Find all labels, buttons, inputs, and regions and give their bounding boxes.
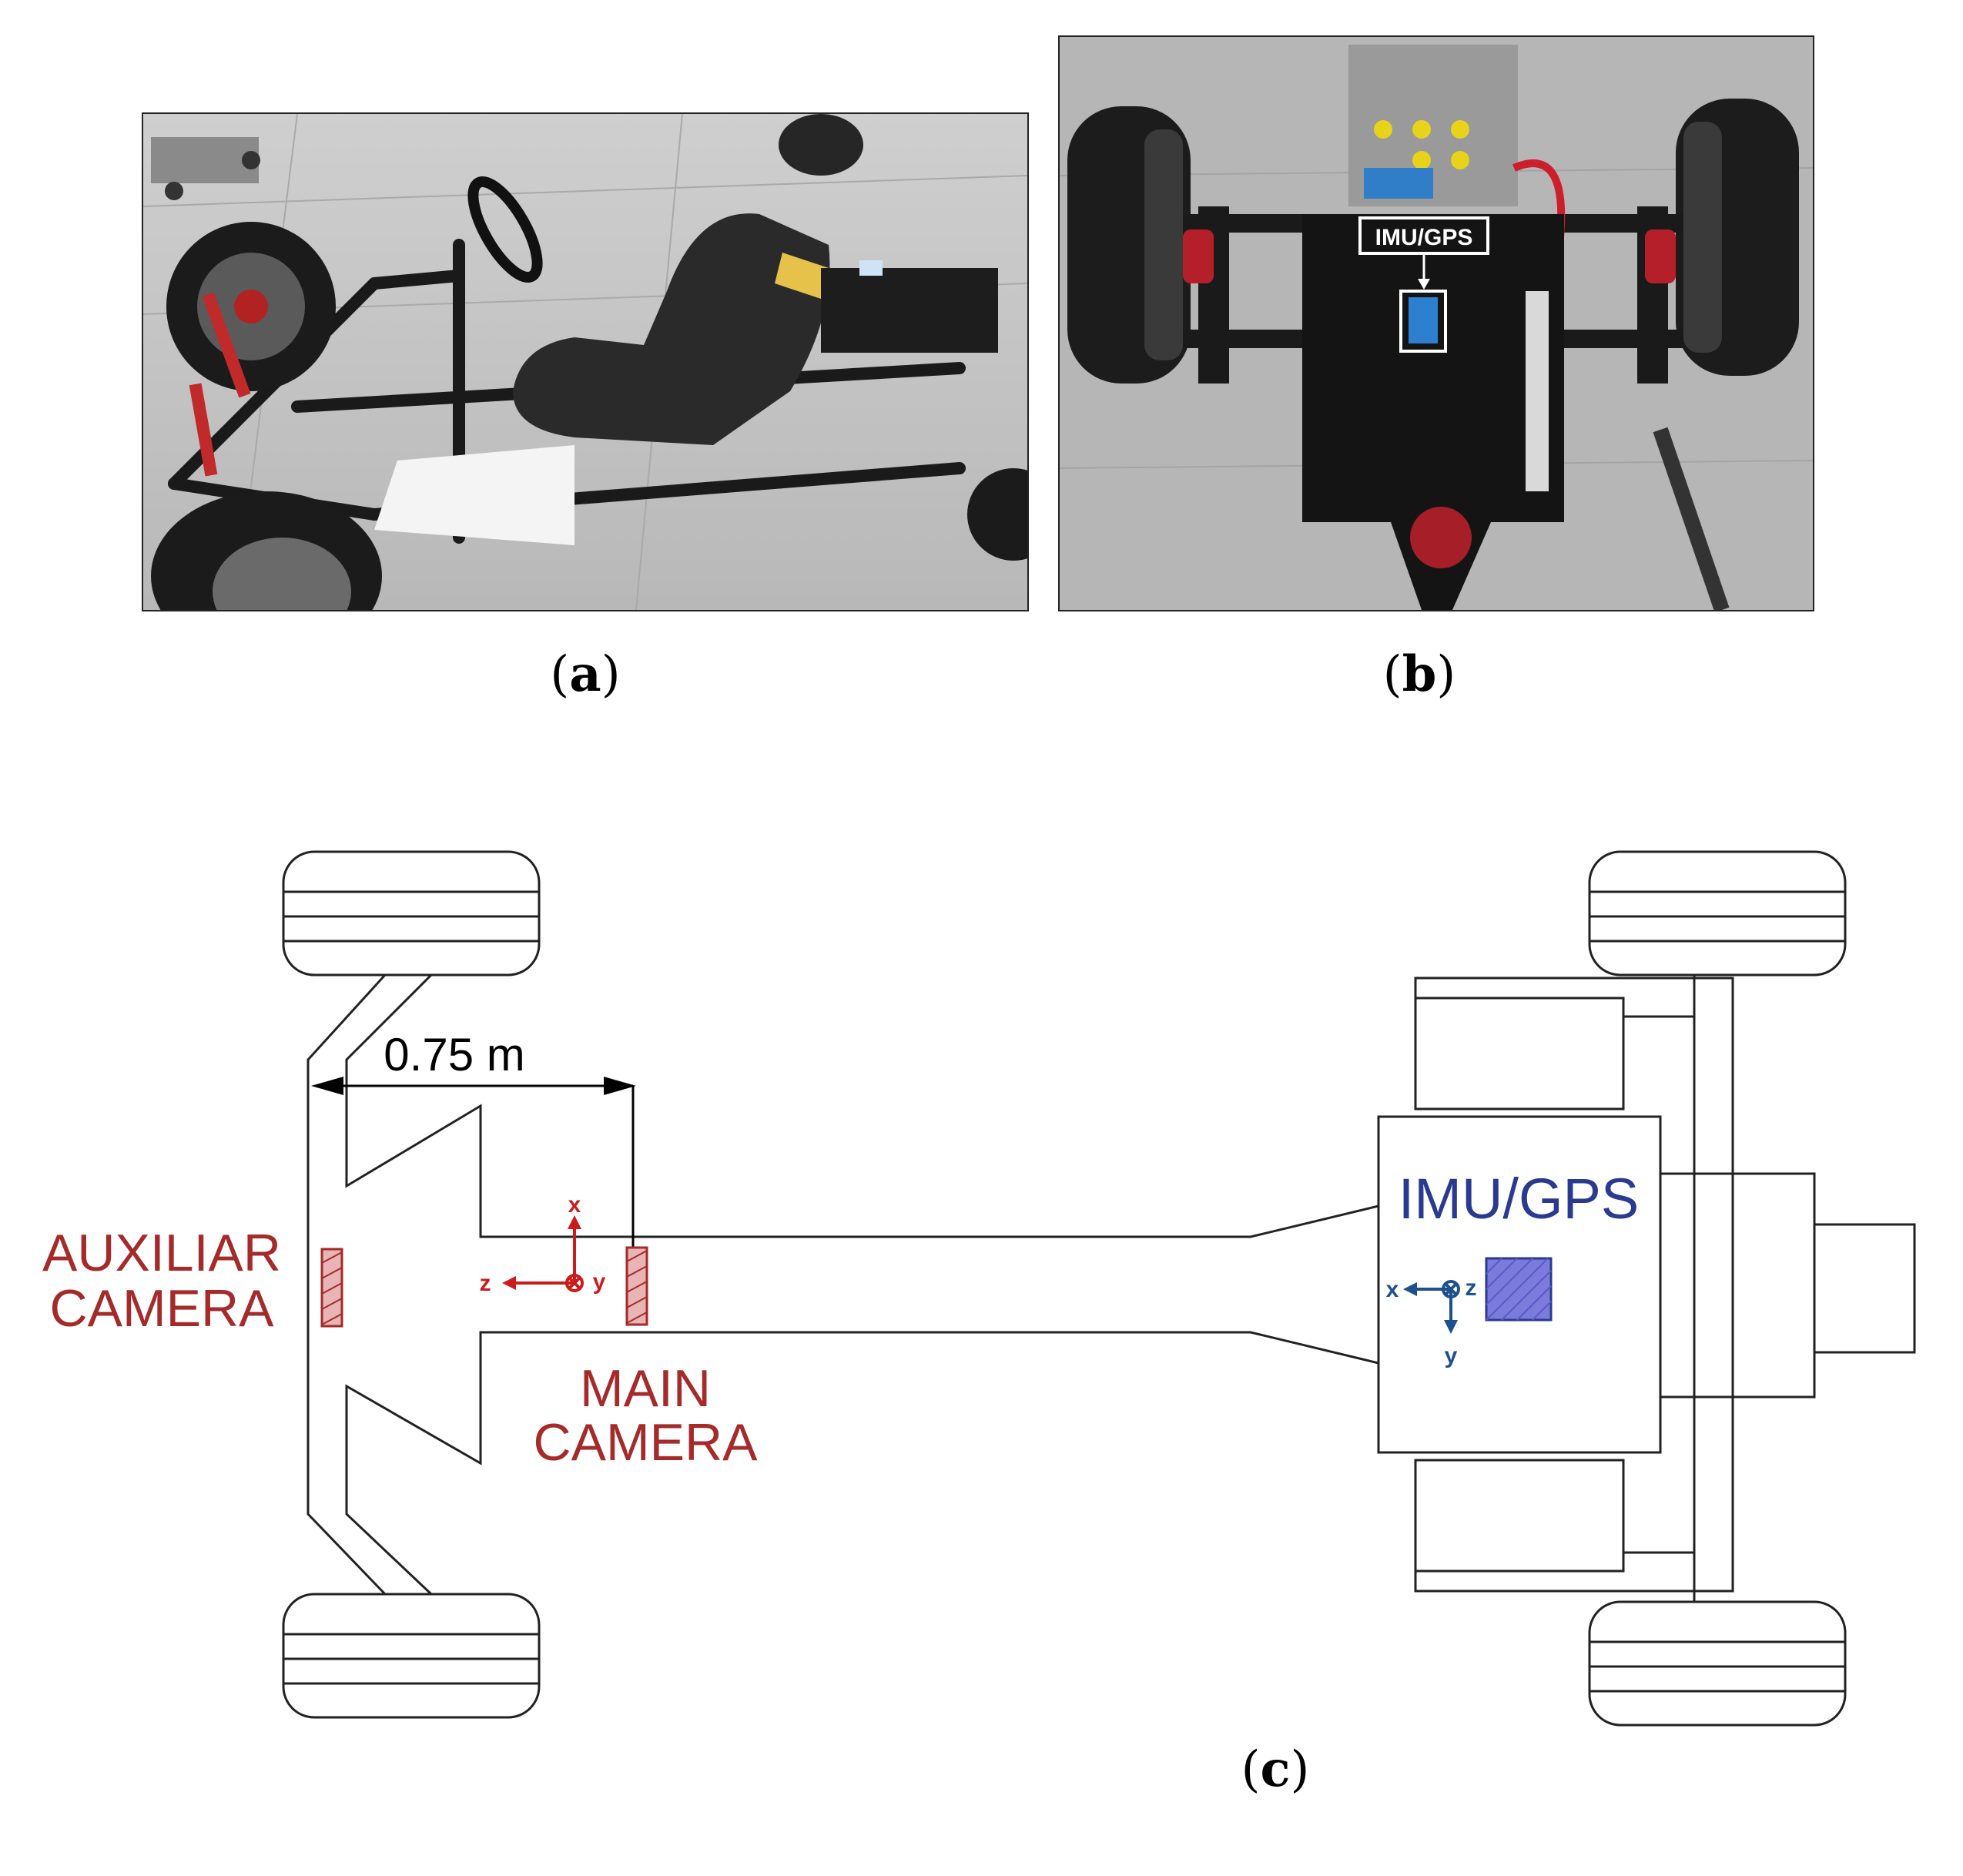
caption-a: (a) xyxy=(508,645,662,703)
main-camera-label-line1: MAIN xyxy=(580,1359,711,1418)
rear-right-wheel xyxy=(1588,1600,1847,1727)
front-left-wheel xyxy=(282,850,541,977)
distance-label: 0.75 m xyxy=(384,1029,524,1080)
vehicle-schematic-diagram: 0.75 m AUXILIAR CAMERA MAIN CAMERA x z xyxy=(42,850,1916,1727)
caption-b-letter: b xyxy=(1402,645,1437,703)
caption-c: (c) xyxy=(1198,1740,1352,1798)
rear-left-wheel xyxy=(282,1593,541,1719)
camera-axis-y-label: y xyxy=(593,1269,606,1295)
imu-axis-y-label: y xyxy=(1445,1343,1458,1368)
caption-c-open: ( xyxy=(1241,1741,1261,1798)
photo-vehicle-side xyxy=(142,112,1029,611)
camera-axis-x-label: x xyxy=(568,1192,581,1218)
caption-c-close: ) xyxy=(1290,1741,1310,1798)
camera-axis-z-label: z xyxy=(480,1271,491,1296)
imu-diagram-label: IMU/GPS xyxy=(1399,1167,1639,1231)
front-right-wheel xyxy=(1588,850,1847,977)
caption-a-open: ( xyxy=(550,646,570,703)
auxiliar-camera-label-line1: AUXILIAR xyxy=(42,1224,281,1282)
caption-b-close: ) xyxy=(1436,646,1456,703)
vehicle-side-photo-illustration xyxy=(143,114,1027,610)
caption-b: (b) xyxy=(1342,645,1496,703)
panel-c: 0.75 m AUXILIAR CAMERA MAIN CAMERA x z xyxy=(0,824,1963,1798)
main-camera-label-line2: CAMERA xyxy=(534,1413,759,1472)
imu-axis-x-label: x xyxy=(1386,1277,1399,1302)
photo-vehicle-top: IMU/GPS xyxy=(1058,35,1814,611)
caption-b-open: ( xyxy=(1382,646,1402,703)
vehicle-top-photo-illustration: IMU/GPS xyxy=(1060,37,1813,610)
caption-c-letter: c xyxy=(1260,1740,1291,1798)
caption-a-close: ) xyxy=(601,646,621,703)
caption-a-letter: a xyxy=(569,645,601,703)
imu-axis-z-label: z xyxy=(1466,1275,1477,1301)
imu-photo-label: IMU/GPS xyxy=(1375,225,1473,250)
auxiliar-camera-label-line2: CAMERA xyxy=(50,1279,275,1338)
